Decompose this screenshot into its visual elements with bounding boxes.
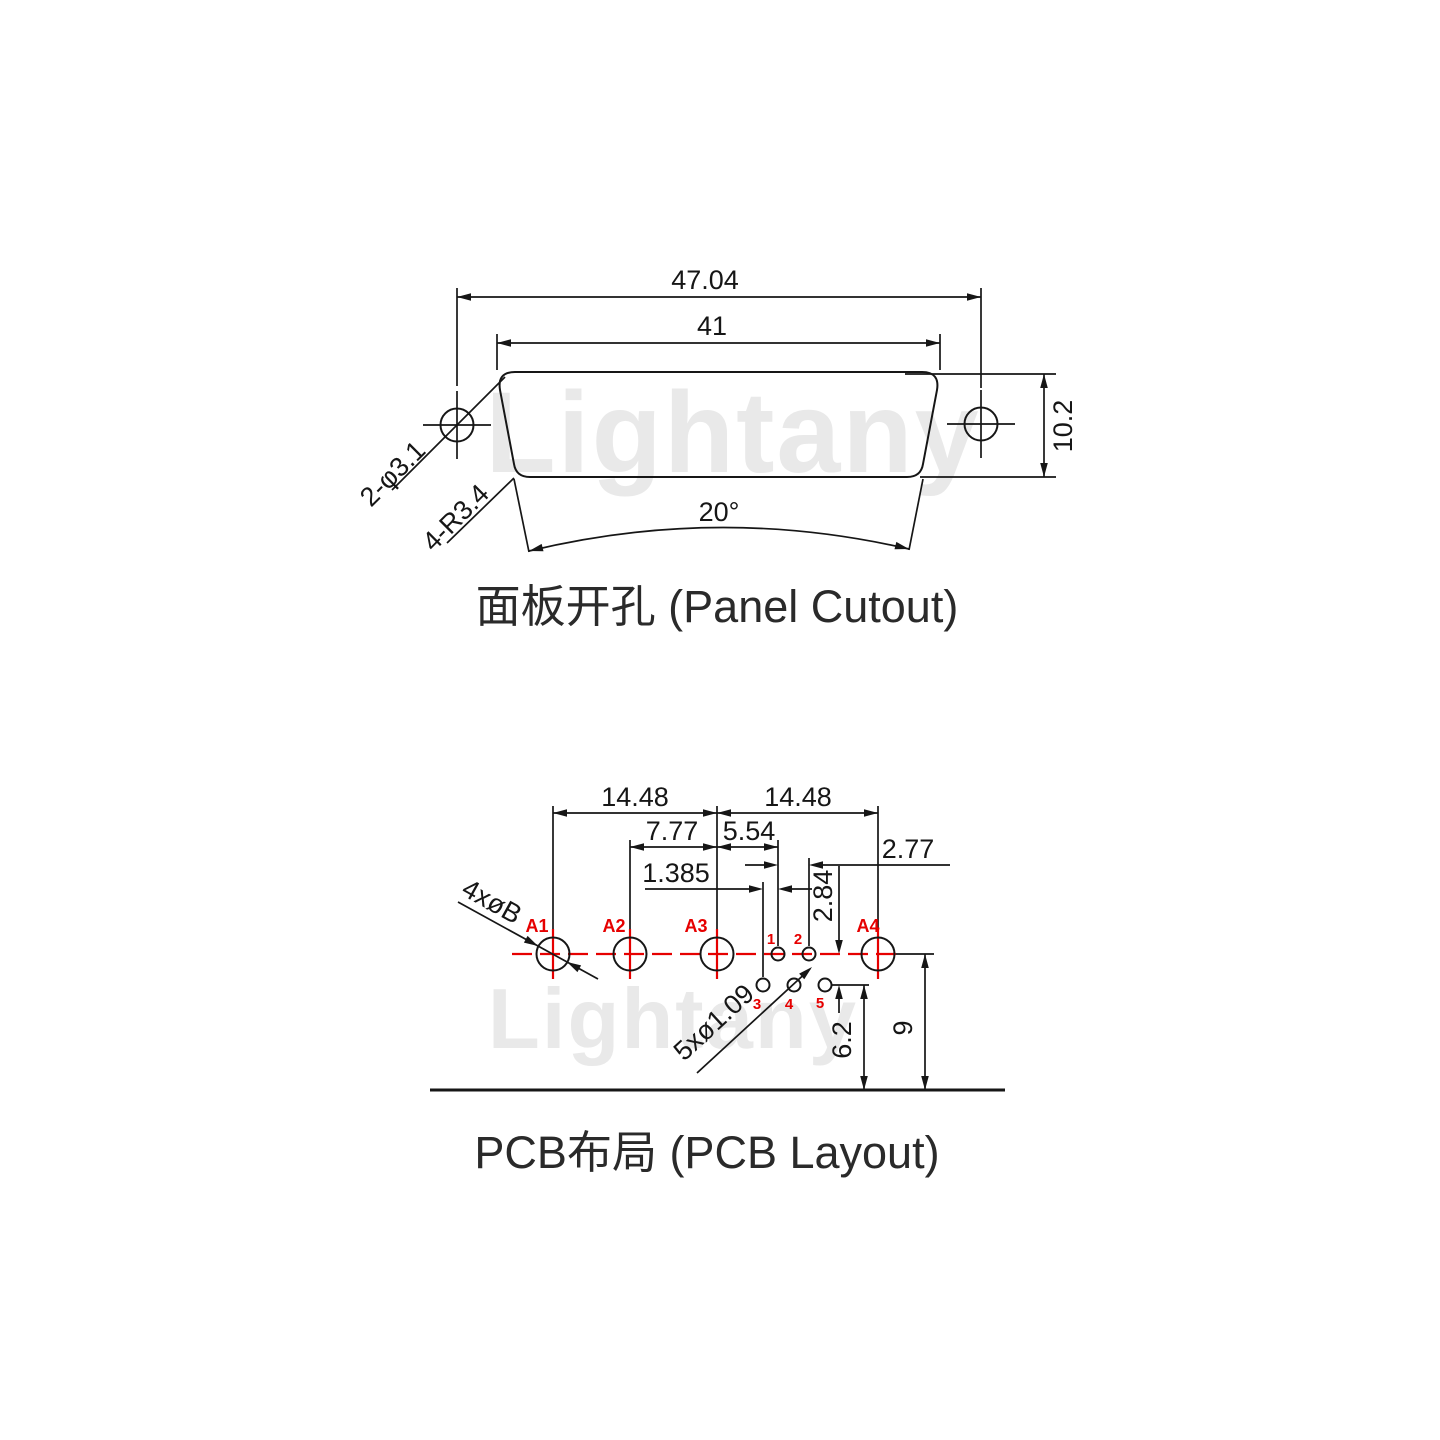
panel-cutout-drawing: Lightany 47.04 41 bbox=[354, 265, 1078, 632]
dim-a3-pin1: 5.54 bbox=[717, 816, 778, 851]
dim-height: 10.2 bbox=[1040, 374, 1078, 477]
pin-1 bbox=[770, 946, 786, 962]
dim-span-right-label: 14.48 bbox=[764, 782, 832, 812]
dim-half-pitch-label: 1.385 bbox=[642, 858, 710, 888]
dim-span-left: 14.48 bbox=[553, 782, 717, 817]
label-a2: A2 bbox=[602, 916, 625, 936]
pcb-layout-title: PCB布局 (PCB Layout) bbox=[474, 1127, 939, 1178]
dim-a3-pin1-label: 5.54 bbox=[723, 816, 776, 846]
dim-row-offset-label: 2.84 bbox=[808, 870, 838, 923]
label-pin4: 4 bbox=[785, 996, 794, 1013]
dim-side-angle-label: 20° bbox=[699, 497, 740, 527]
dim-row2-edge-label: 6.2 bbox=[827, 1021, 857, 1059]
dim-outer-width-label: 47.04 bbox=[671, 265, 739, 295]
power-holes bbox=[535, 936, 896, 972]
dim-pin-pitch: 2.77 bbox=[745, 834, 950, 869]
pin-2 bbox=[801, 946, 817, 962]
dim-row2-edge: 6.2 bbox=[827, 985, 868, 1090]
hole-labels: A1 A2 A3 A4 1 2 3 4 5 bbox=[525, 916, 879, 1013]
pin-5 bbox=[817, 977, 833, 993]
watermark-bottom: Lightany bbox=[488, 972, 858, 1067]
label-pin1: 1 bbox=[767, 931, 775, 948]
panel-cutout-title: 面板开孔 (Panel Cutout) bbox=[476, 581, 959, 632]
label-pin2: 2 bbox=[794, 931, 802, 948]
dim-row1-edge: 9 bbox=[888, 954, 929, 1090]
dim-body-width: 41 bbox=[497, 311, 940, 347]
dim-height-label: 10.2 bbox=[1048, 400, 1078, 453]
pcb-layout-drawing: Lightany 14.48 14.48 bbox=[430, 782, 1005, 1178]
hole-a4 bbox=[860, 936, 896, 972]
label-a1: A1 bbox=[525, 916, 548, 936]
dim-pin-pitch-label: 2.77 bbox=[882, 834, 935, 864]
mounting-hole-right bbox=[947, 390, 1015, 458]
corner-radius-note: 4-R3.4 bbox=[416, 478, 495, 557]
dim-a2-a3: 7.77 bbox=[630, 816, 717, 851]
label-a4: A4 bbox=[856, 916, 879, 936]
dim-a2-a3-label: 7.77 bbox=[646, 816, 699, 846]
dim-side-angle: 20° bbox=[513, 478, 924, 553]
dim-outer-width: 47.04 bbox=[457, 265, 981, 301]
watermark-top: Lightany bbox=[485, 369, 980, 497]
dim-body-width-label: 41 bbox=[697, 311, 727, 341]
dim-row1-edge-label: 9 bbox=[888, 1020, 918, 1035]
label-pin3: 3 bbox=[753, 996, 761, 1013]
dim-row-offset: 2.84 bbox=[808, 866, 843, 1013]
hole-a2 bbox=[612, 936, 648, 972]
label-pin5: 5 bbox=[816, 995, 824, 1012]
label-a3: A3 bbox=[684, 916, 707, 936]
pin-3 bbox=[755, 977, 771, 993]
pcb-extension-lines bbox=[552, 806, 934, 986]
signal-pins bbox=[755, 946, 833, 993]
mount-holes-note: 2-φ3.1 bbox=[354, 435, 431, 512]
panel-extension-lines bbox=[456, 288, 1056, 478]
hole-a1 bbox=[535, 936, 571, 972]
dim-span-left-label: 14.48 bbox=[601, 782, 669, 812]
dim-span-right: 14.48 bbox=[717, 782, 878, 817]
pin-4 bbox=[786, 977, 802, 993]
hole-a3 bbox=[699, 936, 735, 972]
dim-half-pitch: 1.385 bbox=[642, 858, 812, 893]
